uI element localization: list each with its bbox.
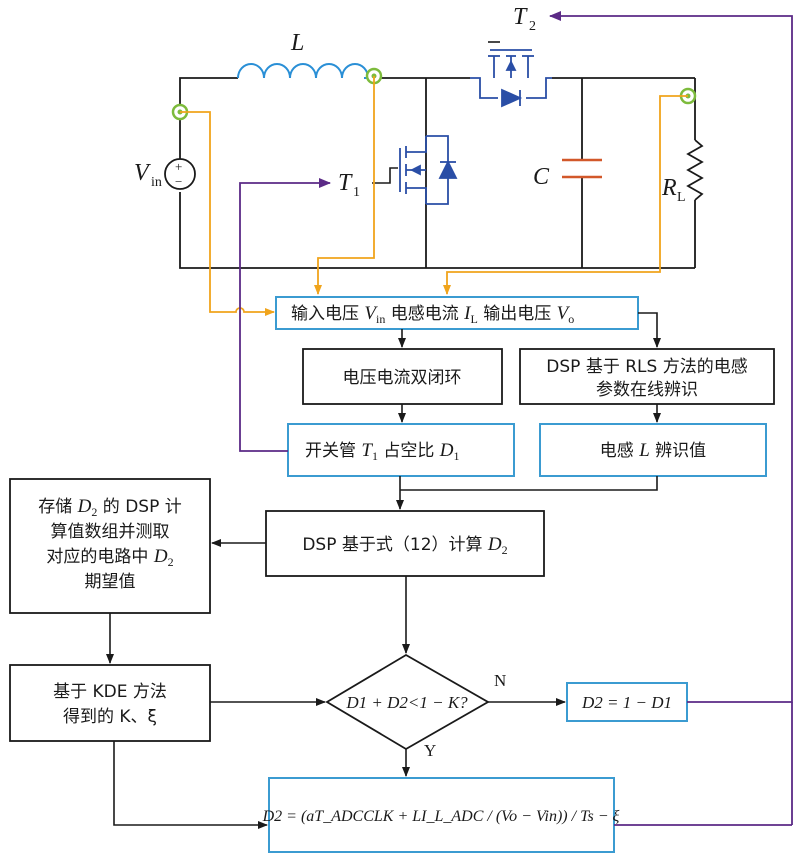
inductor-symbol [237,63,372,79]
store-line3-a: 对应的电路中 [46,547,153,567]
calc-text: DSP 基于式（12）计算 [302,535,488,555]
yes-label: Y [424,741,436,760]
capacitor-symbol [562,158,602,179]
bottom-rail [179,192,695,269]
measurement-signals [180,76,688,316]
t2-label-sub: 2 [529,19,536,34]
calc-d-symbol: D [487,534,502,555]
duty-d-symbol: D [439,440,454,461]
load-label-sub: L [677,190,686,205]
svg-text:存储 D2 的 DSP 计: 存储 D2 的 DSP 计 [38,496,182,519]
load-resistor-symbol [686,139,704,201]
store-line4: 期望值 [85,572,136,592]
duty-switch-label: 开关管 [305,441,361,461]
flow-arrows [106,312,661,829]
measure-il-sub: L [471,312,478,326]
box-dual-loop: 电压电流双闭环 [302,348,503,405]
t2-mosfet-symbol [470,49,552,108]
ident-value-label: 辨识值 [650,441,706,461]
store-line1-b: 的 DSP 计 [97,497,181,517]
t1-label-sub: 1 [353,185,360,200]
measure-vo-symbol: V [557,303,571,324]
svg-text:DSP 基于式（12）计算 D2: DSP 基于式（12）计算 D2 [302,534,507,557]
voltage-source-symbol [164,158,196,190]
svg-text:电感 L 辨识值: 电感 L 辨识值 [600,440,706,461]
ident-l-symbol: L [638,440,650,461]
svg-text:开关管 T1 占空比 D1: 开关管 T1 占空比 D1 [305,440,460,463]
measure-vin-symbol: V [364,303,378,324]
t2-label: T [513,4,528,30]
load-label: R [661,175,677,201]
store-d-symbol: D [77,496,92,517]
ident-inductor-label: 电感 [600,441,639,461]
dual-loop-text: 电压电流双闭环 [343,368,462,388]
decision-text: D1 + D2<1 − K? [345,693,468,712]
measurement-nodes [171,67,697,121]
left-rail [179,77,238,168]
inductor-label: L [290,30,304,56]
box-calc-d2: DSP 基于式（12）计算 D2 [265,510,545,577]
store-d-symbol-2: D [153,546,168,567]
measure-output-voltage-label: 输出电压 [478,304,557,324]
measure-il-symbol: I [463,303,472,324]
box-rls-identification: DSP 基于 RLS 方法的电感 参数在线辨识 [519,348,775,405]
rls-text-line2: 参数在线辨识 [596,380,698,400]
store-d-sub: 2 [91,505,97,519]
duty-ratio-label: 占空比 [378,441,440,461]
store-line2: 算值数组并测取 [51,522,170,542]
duty-t-sub: 1 [372,449,378,463]
capacitor-label: C [533,164,550,190]
measure-input-voltage-label: 输入电压 [291,304,364,324]
svg-text:对应的电路中 D2: 对应的电路中 D2 [46,546,173,569]
source-label-sub: in [151,175,162,190]
box-duty-cycle: 开关管 T1 占空比 D1 [287,423,515,477]
formula-text: D2 = (aT_ADCCLK + LI_L_ADC / (Vo − Vin))… [262,808,620,825]
measure-inductor-current-label: 电感电流 [385,304,464,324]
duty-t-symbol: T [361,440,373,461]
t1-mosfet-symbol [399,135,458,205]
source-label: V [134,160,151,186]
box-d2-formula: D2 = (aT_ADCCLK + LI_L_ADC / (Vo − Vin))… [262,777,620,853]
no-label: N [494,671,506,690]
box-d2-result: D2 = 1 − D1 [566,682,688,722]
source-plus-sign: + [175,159,182,174]
duty-d-sub: 1 [454,449,460,463]
store-d-sub-2: 2 [168,555,174,569]
kde-line1: 基于 KDE 方法 [53,682,167,702]
boost-circuit [179,77,696,269]
rls-text-line1: DSP 基于 RLS 方法的电感 [546,357,747,377]
svg-text:输入电压 Vin 电感电流 IL 输出电压 Vo: 输入电压 Vin 电感电流 IL 输出电压 Vo [291,303,574,326]
calc-d-sub: 2 [502,543,508,557]
measure-vin-sub: in [376,312,385,326]
box-kde: 基于 KDE 方法 得到的 K、ξ [9,664,211,742]
box-measurement: 输入电压 Vin 电感电流 IL 输出电压 Vo [275,296,639,330]
kde-line2: 得到的 K、ξ [63,707,157,727]
t1-gate-lead [372,167,398,184]
feedback-lines [239,11,793,826]
box-inductance-value: 电感 L 辨识值 [539,423,767,477]
result-text: D2 = 1 − D1 [581,693,672,712]
source-minus-sign: − [175,174,182,189]
measure-vo-sub: o [568,312,574,326]
store-line1-a: 存储 [38,497,77,517]
box-store-d2: 存储 D2 的 DSP 计 算值数组并测取 对应的电路中 D2 期望值 [9,478,211,614]
decision-diamond: D1 + D2<1 − K? [325,653,490,751]
t1-label: T [338,170,353,196]
